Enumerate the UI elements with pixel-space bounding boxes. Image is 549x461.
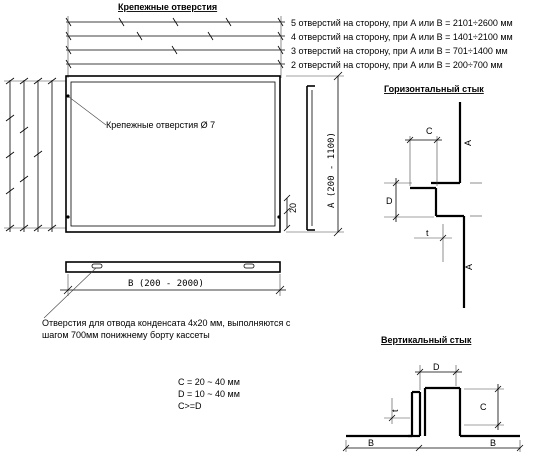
dim-b-label: В (200 - 2000) [128, 279, 204, 289]
hole-rule-2: 2 отверстий на сторону, при А или В = 20… [291, 60, 503, 70]
mount-hole-right [277, 215, 281, 219]
hj-label-a-top: А [463, 140, 473, 146]
hj-label-t: t [426, 228, 429, 238]
hole-leader [68, 96, 107, 126]
constraint-cd: C>=D [178, 401, 202, 411]
hole-rule-3: 3 отверстий на сторону, при А или В = 70… [291, 46, 508, 56]
dim-20-label: 20 [288, 203, 298, 213]
vertical-joint-drawing [342, 365, 524, 452]
hj-label-c: С [426, 126, 433, 136]
hole-label: Крепежные отверстия Ø 7 [106, 120, 215, 130]
condensate-note-line2: шагом 700мм понижнему борту кассеты [42, 330, 210, 340]
condensate-note-line1: Отверстия для отвода конденсата 4х20 мм,… [42, 318, 291, 328]
side-profile [283, 71, 344, 237]
mount-hole-top [66, 94, 70, 98]
mount-hole-bottom [66, 215, 70, 219]
condensate-leader [43, 267, 97, 319]
condensate-slot-2 [243, 263, 255, 269]
left-dimension-lines [4, 77, 66, 232]
hole-rule-5: 5 отверстий на сторону, при А или В = 21… [291, 18, 513, 28]
vj-label-t: t [390, 409, 400, 412]
bottom-view [43, 261, 286, 319]
main-title: Крепежные отверстия [118, 2, 217, 12]
condensate-slot-1 [91, 263, 103, 269]
cassette-panel [65, 75, 281, 233]
vj-label-d: D [433, 362, 440, 372]
dim-a-label: А (200 - 1100) [327, 132, 337, 208]
hj-label-d: D [386, 196, 393, 206]
vj-label-b-left: В [368, 438, 374, 448]
hj-label-a-bottom: А [464, 264, 474, 270]
top-dimension-lines [65, 16, 285, 78]
vertical-joint-title: Вертикальный стык [381, 335, 472, 345]
vj-label-c: С [480, 402, 487, 412]
constraint-c: C = 20 ~ 40 мм [178, 377, 240, 387]
horizontal-joint-title: Горизонтальный стык [384, 84, 484, 94]
constraint-d: D = 10 ~ 40 мм [178, 389, 240, 399]
horizontal-joint-drawing [384, 102, 482, 308]
hole-rule-4: 4 отверстий на сторону, при А или В = 14… [291, 32, 513, 42]
vj-label-b-right: В [490, 438, 496, 448]
